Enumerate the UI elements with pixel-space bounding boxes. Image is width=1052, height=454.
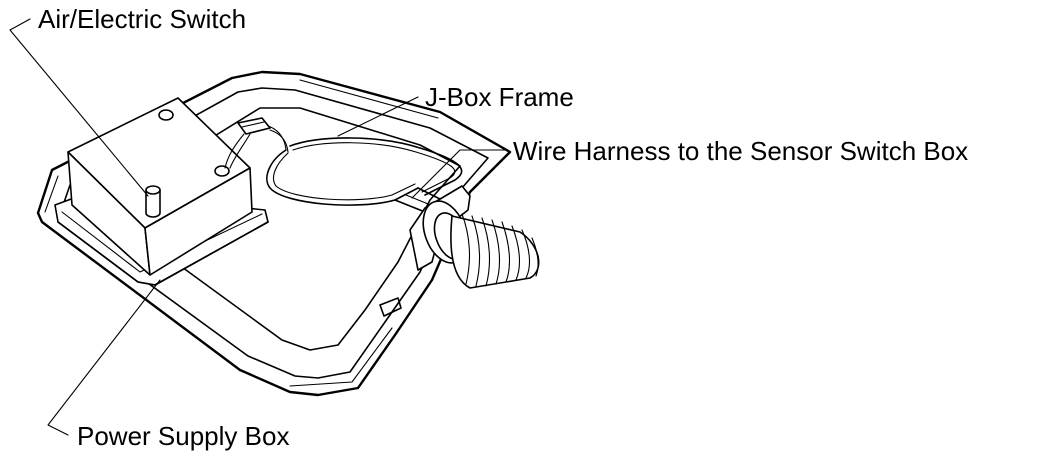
label-power-supply-box: Power Supply Box [77,421,289,451]
conduit-fitting [409,185,540,289]
wire-harness [224,117,463,215]
label-air-electric-switch: Air/Electric Switch [38,4,246,34]
air-electric-switch-housing [67,97,253,276]
label-wire-harness: Wire Harness to the Sensor Switch Box [513,136,968,166]
leader-lines [9,18,506,436]
label-j-box-frame: J-Box Frame [425,82,574,112]
